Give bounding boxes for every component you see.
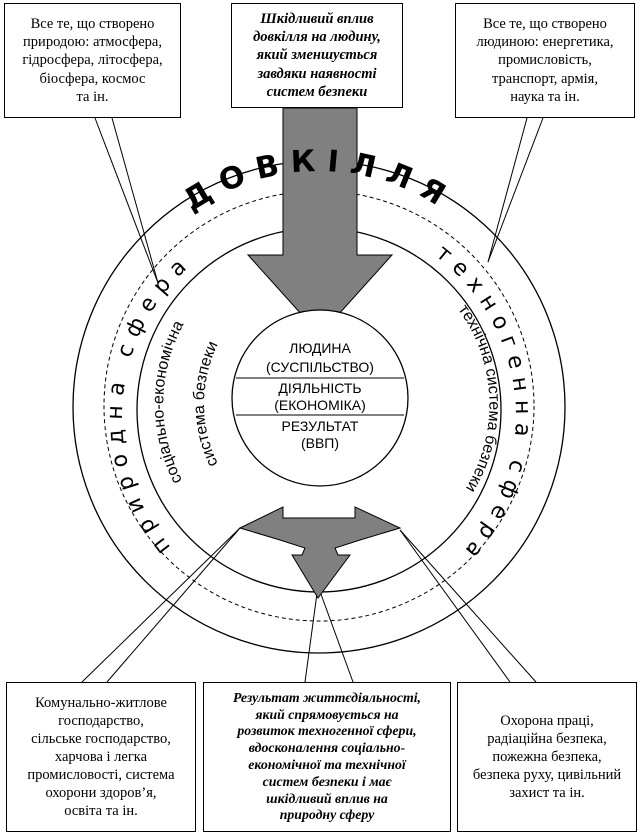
life-activity-result-box-text: Результат життєдіяльності, який спрямову…: [233, 690, 421, 825]
natural-sphere-box-text: Все те, що створено природою: атмосфера,…: [22, 15, 162, 106]
center-line-6: (ВВП): [301, 435, 339, 451]
connector-top-right: [487, 117, 528, 263]
connector-bottom-left: [81, 527, 241, 683]
box-line: охорони здоров’я,: [45, 785, 157, 802]
box-line: систем безпеки: [266, 83, 368, 100]
center-line-5: РЕЗУЛЬТАТ: [282, 418, 359, 434]
box-line: Все те, що створено: [30, 16, 155, 33]
technical-safety-box: Охорона праці, радіаційна безпека, пожеж…: [457, 682, 637, 832]
box-line: пожежна безпека,: [492, 748, 602, 765]
center-line-3: ДІЯЛЬНІСТЬ: [278, 380, 361, 396]
box-line: довкілля на людину,: [253, 29, 381, 46]
connector-bottom-center-b: [317, 585, 354, 683]
box-line: шкідливий вплив на: [266, 790, 388, 806]
box-line: який спрямовується на: [255, 706, 399, 722]
life-activity-result-box: Результат життєдіяльності, який спрямову…: [203, 682, 451, 832]
box-line: розвиток техногенної сфери,: [237, 723, 417, 739]
center-circle: [231, 309, 409, 487]
harmful-impact-arrow: [246, 107, 394, 336]
socio-economic-box: Комунально-житлове господарство, сільськ…: [6, 682, 196, 832]
box-line: безпека руху, цивільний: [472, 767, 622, 784]
box-line: гідросфера, літосфера,: [22, 52, 163, 69]
harmful-impact-box-text: Шкідливий вплив довкілля на людину, який…: [253, 10, 381, 101]
connector-bottom-left-b: [106, 527, 241, 683]
natural-sphere-label: природна сфера: [103, 248, 198, 559]
box-line: промисловості, система: [27, 767, 175, 784]
center-line-1: ЛЮДИНА: [289, 340, 351, 356]
box-line: завдяки наявності: [257, 65, 377, 82]
box-line: захист та ін.: [509, 785, 585, 802]
box-line: Все те, що створено: [483, 16, 607, 33]
box-line: сільське господарство,: [31, 730, 171, 747]
box-line: освіта та ін.: [64, 803, 138, 820]
technogenic-sphere-box-text: Все те, що створено людиною: енергетика,…: [476, 15, 613, 106]
dashed-ring: [103, 190, 535, 622]
box-line: Охорона праці,: [500, 712, 594, 729]
connector-bottom-right-b: [399, 529, 537, 683]
technogenic-sphere-box: Все те, що створено людиною: енергетика,…: [455, 3, 635, 118]
connector-bottom-center: [304, 585, 319, 683]
box-line: транспорт, армія,: [492, 70, 598, 87]
box-line: та ін.: [76, 88, 109, 105]
box-line: який зменшується: [256, 47, 378, 64]
technogenic-sphere-label: техногенна сфера: [431, 240, 535, 568]
box-line: людиною: енергетика,: [476, 34, 614, 51]
box-line: промисловість,: [498, 52, 592, 69]
box-line: наука та ін.: [510, 88, 580, 105]
box-line: природну сферу: [279, 807, 375, 823]
technical-safety-box-text: Охорона праці, радіаційна безпека, пожеж…: [473, 712, 621, 803]
box-line: Результат життєдіяльності,: [233, 689, 421, 705]
box-line: біосфера, космос: [39, 70, 146, 87]
connector-bottom-right: [399, 529, 511, 683]
box-line: економічної та технічної: [248, 757, 406, 772]
box-line: радіаційна безпека,: [487, 730, 607, 747]
box-line: Шкідливий вплив: [260, 11, 374, 28]
safety-system-label-left: система безпеки: [191, 339, 222, 470]
natural-sphere-box: Все те, що створено природою: атмосфера,…: [4, 3, 181, 118]
box-line: господарство,: [58, 712, 144, 729]
socio-economic-box-text: Комунально-житлове господарство, сільськ…: [27, 694, 174, 821]
center-line-2: (СУСПІЛЬСТВО): [266, 359, 374, 375]
box-line: харчова і легка: [54, 748, 148, 765]
box-line: Комунально-житлове: [35, 694, 167, 711]
box-line: систем безпеки і має: [262, 773, 392, 789]
result-four-way-arrow: [238, 506, 402, 599]
connector-top-left: [94, 117, 159, 284]
box-line: вдосконалення соціально-: [248, 740, 406, 756]
connector-top-left-b: [111, 117, 159, 284]
socio-economic-label: соціально-економічна: [150, 318, 187, 486]
center-line-4: (ЕКОНОМІКА): [274, 397, 366, 413]
harmful-impact-box: Шкідливий вплив довкілля на людину, який…: [231, 3, 403, 108]
connector-top-right-b: [487, 117, 544, 263]
box-line: природою: атмосфера,: [23, 34, 162, 51]
